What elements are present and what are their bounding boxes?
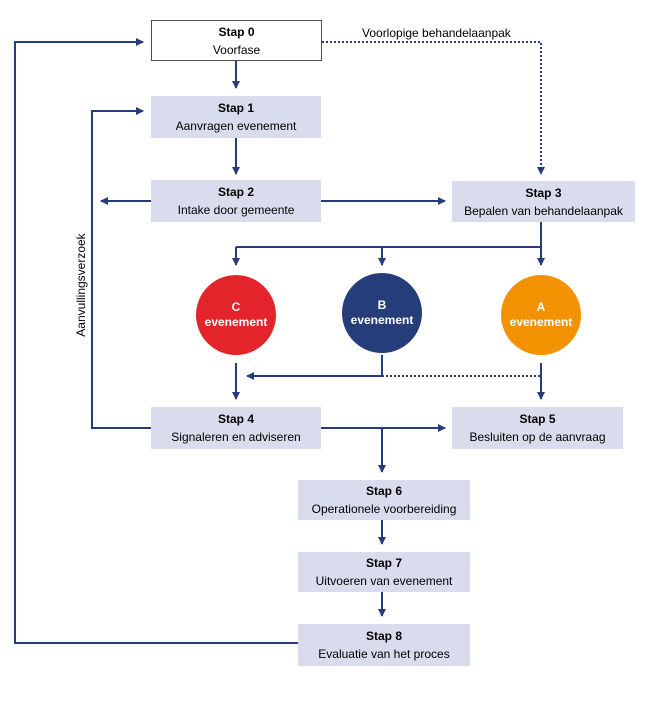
step-4-title: Stap 4: [217, 412, 254, 426]
circle-c-label: evenement: [204, 315, 268, 329]
step-2-desc: Intake door gemeente: [177, 203, 295, 217]
arrow-voorlopig-dotted: [322, 41, 545, 175]
step-1-desc: Aanvragen evenement: [175, 119, 297, 133]
step-8-desc: Evaluatie van het proces: [318, 647, 450, 661]
step-8-box: Stap 8 Evaluatie van het proces: [298, 624, 470, 666]
circle-a-label: evenement: [509, 315, 573, 329]
step-1-box: Stap 1 Aanvragen evenement: [151, 96, 321, 138]
step-2-box: Stap 2 Intake door gemeente: [151, 180, 321, 222]
step-2-title: Stap 2: [217, 185, 254, 199]
circle-b-evenement: B evenement: [342, 273, 422, 353]
step-8-title: Stap 8: [365, 629, 402, 643]
step-4-desc: Signaleren en adviseren: [171, 430, 301, 444]
step-7-title: Stap 7: [365, 556, 402, 570]
voorlopige-behandelaanpak-label: Voorlopige behandelaanpak: [362, 26, 511, 40]
step-6-title: Stap 6: [365, 484, 402, 498]
step-4-box: Stap 4 Signaleren en adviseren: [151, 407, 321, 449]
step-5-box: Stap 5 Besluiten op de aanvraag: [452, 407, 623, 449]
arrow-s8-loop: [14, 38, 298, 644]
arrow-b-join: [246, 355, 383, 380]
circle-b-letter: B: [377, 298, 387, 312]
step-6-box: Stap 6 Operationele voorbereiding: [298, 480, 470, 520]
circle-c-letter: C: [231, 300, 241, 314]
step-5-desc: Besluiten op de aanvraag: [469, 430, 606, 444]
step-1-title: Stap 1: [217, 101, 254, 115]
arrow-aanvulling-loop: [91, 107, 152, 429]
step-6-desc: Operationele voorbereiding: [311, 502, 457, 516]
step-0-desc: Voorfase: [212, 43, 261, 57]
step-3-desc: Bepalen van behandelaanpak: [464, 204, 623, 218]
step-0-title: Stap 0: [218, 25, 255, 39]
split-line: [236, 222, 542, 248]
circle-b-label: evenement: [350, 313, 414, 327]
step-3-title: Stap 3: [525, 186, 562, 200]
circle-c-evenement: C evenement: [196, 275, 276, 355]
step-3-box: Stap 3 Bepalen van behandelaanpak: [452, 181, 635, 222]
step-5-title: Stap 5: [519, 412, 556, 426]
circle-a-evenement: A evenement: [501, 275, 581, 355]
circle-a-letter: A: [536, 300, 546, 314]
step-0-box: Stap 0 Voorfase: [151, 20, 322, 61]
step-7-box: Stap 7 Uitvoeren van evenement: [298, 552, 470, 592]
step-7-desc: Uitvoeren van evenement: [315, 574, 453, 588]
aanvullingsverzoek-label: Aanvullingsverzoek: [74, 233, 88, 337]
